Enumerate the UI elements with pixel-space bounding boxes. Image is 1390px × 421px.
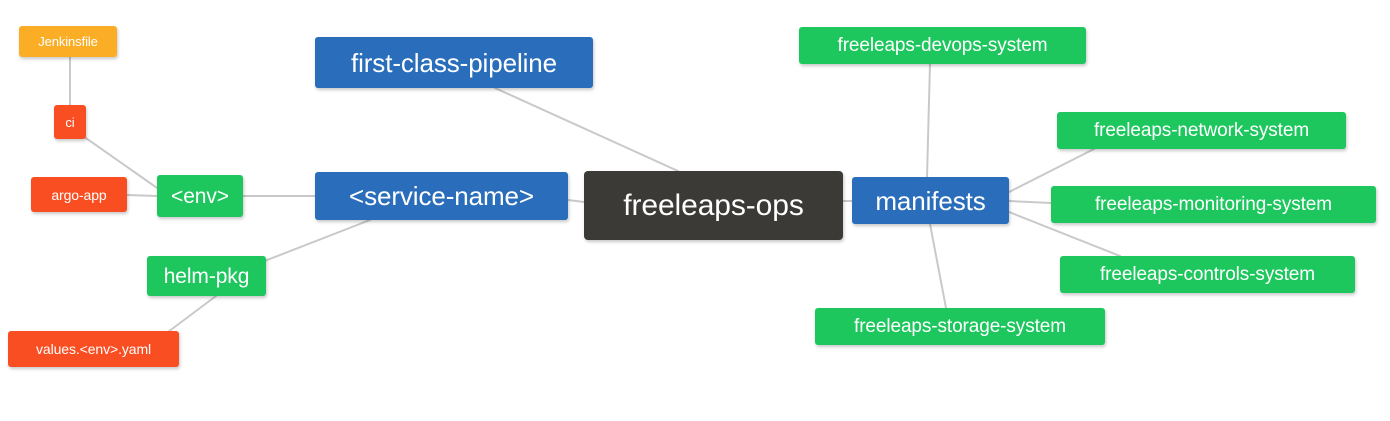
node-helm-pkg[interactable]: helm-pkg (147, 256, 266, 296)
edge-service-name-to-freeleaps-ops (567, 199, 585, 203)
node-label: <env> (171, 184, 229, 208)
node-label: freeleaps-ops (623, 188, 804, 222)
node-service-name[interactable]: <service-name> (315, 172, 568, 220)
node-devops-system[interactable]: freeleaps-devops-system (799, 27, 1086, 64)
node-label: freeleaps-monitoring-system (1095, 194, 1332, 215)
node-manifests[interactable]: manifests (852, 177, 1009, 224)
node-label: Jenkinsfile (38, 34, 98, 49)
node-label: freeleaps-storage-system (854, 316, 1066, 337)
node-env[interactable]: <env> (157, 175, 243, 217)
edge-manifests-to-storage-system (929, 223, 947, 309)
node-storage-system[interactable]: freeleaps-storage-system (815, 308, 1105, 345)
node-ci[interactable]: ci (54, 105, 86, 139)
node-label: ci (65, 114, 75, 130)
node-network-system[interactable]: freeleaps-network-system (1057, 112, 1346, 149)
edge-manifests-to-devops-system (926, 63, 931, 178)
node-label: helm-pkg (163, 264, 250, 288)
node-label: freeleaps-network-system (1093, 120, 1310, 141)
node-argo-app[interactable]: argo-app (31, 177, 127, 212)
node-label: manifests (875, 185, 986, 216)
edge-manifests-to-monitoring-system (1008, 200, 1052, 204)
node-monitoring-system[interactable]: freeleaps-monitoring-system (1051, 186, 1376, 223)
node-label: freeleaps-controls-system (1099, 264, 1316, 285)
node-label: first-class-pipeline (350, 47, 558, 78)
edge-argo-app-to-env (126, 194, 158, 197)
node-jenkinsfile[interactable]: Jenkinsfile (19, 26, 117, 57)
node-label: values.<env>.yaml (35, 341, 152, 357)
node-first-class-pipeline[interactable]: first-class-pipeline (315, 37, 593, 88)
node-label: <service-name> (348, 181, 535, 211)
edge-values-yaml-to-helm-pkg (167, 295, 217, 333)
edge-first-class-pipeline-to-freeleaps-ops (494, 87, 679, 172)
node-controls-system[interactable]: freeleaps-controls-system (1060, 256, 1355, 293)
node-values-yaml[interactable]: values.<env>.yaml (8, 331, 179, 367)
node-label: argo-app (51, 186, 107, 203)
node-label: freeleaps-devops-system (837, 35, 1048, 56)
edge-helm-pkg-to-service-name (261, 219, 371, 263)
node-freeleaps-ops[interactable]: freeleaps-ops (584, 171, 843, 240)
